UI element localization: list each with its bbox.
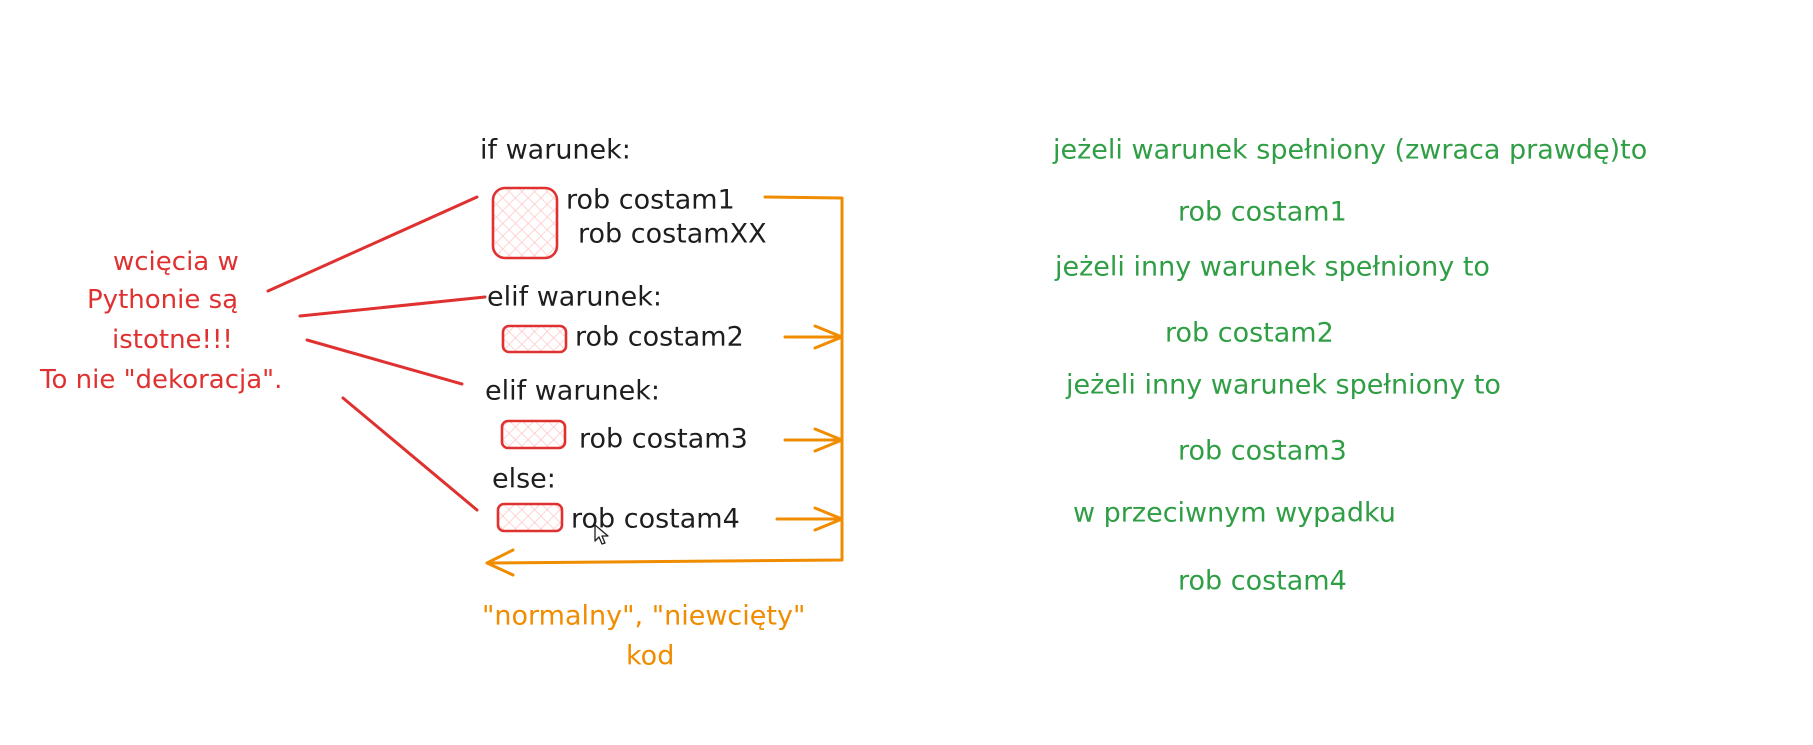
annotation-note-line-3: istotne!!! xyxy=(112,325,233,355)
explanation-line-6: rob costam3 xyxy=(1178,435,1347,467)
code-body1-line1: rob costam1 xyxy=(566,184,735,216)
explanation-line-5: jeżeli inny warunek spełniony to xyxy=(1066,369,1501,401)
code-elif1-line: elif warunek: xyxy=(487,281,662,313)
annotation-note-line-4: To nie "dekoracja". xyxy=(40,365,283,395)
connector-to-elif1 xyxy=(298,295,487,318)
indent-block-elif1 xyxy=(501,324,568,354)
flow-arrowhead-body4 xyxy=(813,506,844,532)
flow-arrowhead-return xyxy=(485,548,515,577)
indent-block-else xyxy=(496,502,564,533)
connector-to-if-body xyxy=(266,195,479,293)
indent-block-elif2 xyxy=(500,419,567,450)
annotation-connectors xyxy=(266,195,487,512)
annotation-note-line-2: Pythonie są xyxy=(87,285,239,315)
flow-label-line-2: kod xyxy=(626,640,675,672)
flow-arrows xyxy=(485,195,844,577)
flow-line-main xyxy=(485,195,844,565)
mouse-pointer-icon xyxy=(594,524,609,545)
code-body3: rob costam3 xyxy=(579,423,748,455)
code-if-line: if warunek: xyxy=(480,134,631,166)
explanation-line-8: rob costam4 xyxy=(1178,565,1347,597)
explanation-line-2: rob costam1 xyxy=(1178,196,1347,228)
connector-to-else-body xyxy=(341,396,479,512)
code-body1-line2: rob costamXX xyxy=(578,218,767,250)
code-body2: rob costam2 xyxy=(575,321,744,353)
flow-arrowhead-body2 xyxy=(813,324,844,350)
flow-label-line-1: "normalny", "niewcięty" xyxy=(482,600,806,632)
explanation-line-1: jeżeli warunek spełniony (zwraca prawdę)… xyxy=(1053,134,1648,166)
connector-to-elif2 xyxy=(305,338,464,386)
code-else-line: else: xyxy=(492,463,556,495)
annotation-note-line-1: wcięcia w xyxy=(113,247,239,277)
code-elif2-line: elif warunek: xyxy=(485,375,660,407)
flow-arrowhead-body3 xyxy=(813,427,844,453)
explanation-line-3: jeżeli inny warunek spełniony to xyxy=(1055,251,1490,283)
indent-blocks xyxy=(491,186,568,533)
explanation-line-7: w przeciwnym wypadku xyxy=(1073,497,1396,529)
indent-block-if xyxy=(491,186,559,260)
explanation-line-4: rob costam2 xyxy=(1165,317,1334,349)
